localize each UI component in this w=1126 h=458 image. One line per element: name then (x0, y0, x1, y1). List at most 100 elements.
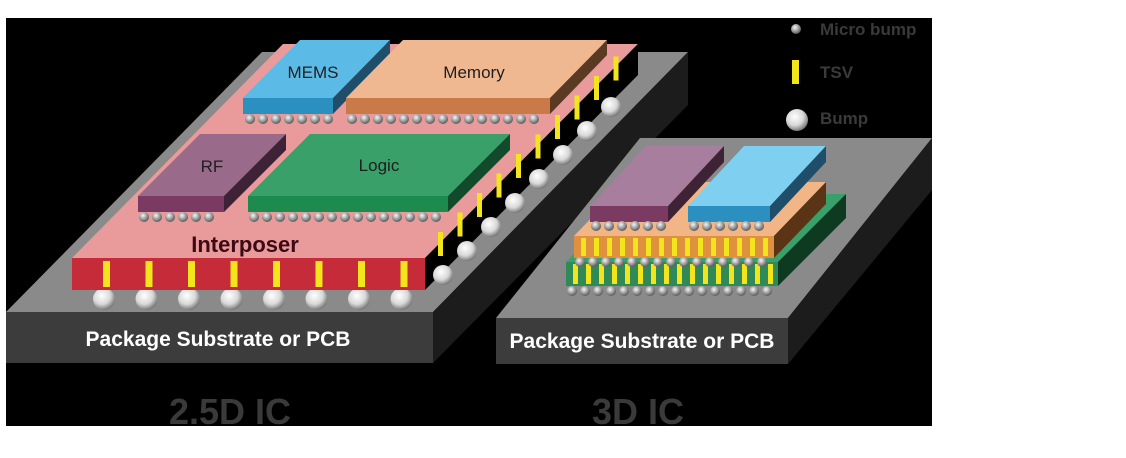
bump (390, 288, 413, 310)
micro-bump (617, 221, 627, 231)
caption-3d: 3D IC (592, 391, 684, 432)
tsv (581, 238, 586, 256)
tsv (574, 95, 580, 120)
tsv (438, 232, 443, 256)
stack-blue-top (688, 146, 826, 206)
tsv (698, 238, 703, 256)
stack-green-tsvs (573, 264, 773, 284)
caption-2-5d: 2.5D IC (169, 391, 291, 432)
tsv (664, 264, 669, 284)
bump (135, 288, 158, 310)
bump (348, 288, 370, 310)
tsv (573, 264, 578, 284)
substrate-label-right: Package Substrate or PCB (510, 330, 775, 353)
bump (457, 241, 477, 261)
micro-bump (715, 221, 725, 231)
stack-blue-front (688, 206, 770, 222)
tsv (646, 238, 651, 256)
tsv (703, 264, 708, 284)
tsv (358, 261, 365, 287)
micro-bump (425, 114, 435, 124)
tsv (103, 261, 110, 287)
micro-bump (679, 257, 689, 267)
tsv (599, 264, 604, 284)
micro-bump (379, 212, 389, 222)
legend-micro-bump: Micro bump (820, 20, 916, 39)
micro-bump (262, 212, 272, 222)
micro-bump (340, 212, 350, 222)
tsv (607, 238, 612, 256)
bump (93, 288, 115, 310)
tsv (400, 261, 408, 287)
stack-green-side (778, 194, 846, 286)
micro-bump (412, 114, 422, 124)
micro-bump (575, 257, 585, 267)
micro-bump (762, 286, 772, 296)
micro-bump (373, 114, 383, 124)
interposer-tsvs (103, 261, 408, 287)
micro-bump (718, 257, 728, 267)
tsv (477, 193, 482, 217)
micro-bump (386, 114, 396, 124)
micro-bump (284, 114, 294, 124)
micro-bump (399, 114, 409, 124)
tsv (594, 238, 599, 256)
bumps-row-left (93, 288, 413, 310)
micro-bump (604, 221, 614, 231)
substrate-side-left (433, 52, 688, 363)
tsv (750, 238, 755, 256)
micro-bump (165, 212, 175, 222)
micro-bumps-rf (139, 212, 214, 222)
die-logic: Logic (248, 134, 510, 222)
bump (553, 145, 573, 165)
micro-bump (591, 221, 601, 231)
tsv (586, 264, 591, 284)
micro-bumps-memory (347, 114, 539, 124)
micro-bump (627, 257, 637, 267)
micro-bump (601, 257, 611, 267)
tsv (535, 134, 541, 159)
stack-green-bumps (567, 286, 772, 296)
stack-blue-side (770, 146, 826, 222)
die-mems: MEMS (243, 40, 390, 124)
micro-bump (451, 114, 461, 124)
micro-bump (658, 286, 668, 296)
assembly-2-5d: Package Substrate or PCB Interposer MEMS… (6, 40, 688, 432)
micro-bump (593, 286, 603, 296)
bump (601, 97, 621, 117)
tsv (273, 261, 280, 287)
micro-bump (588, 257, 598, 267)
micro-bump (464, 114, 474, 124)
tsv (188, 261, 195, 287)
stack-orange-tsvs (581, 238, 768, 256)
bump (577, 121, 597, 141)
micro-bump (757, 257, 767, 267)
micro-bump (366, 212, 376, 222)
micro-bump (736, 286, 746, 296)
micro-bump (754, 221, 764, 231)
tsv (711, 238, 716, 256)
bump (529, 169, 549, 189)
memory-label: Memory (443, 63, 505, 82)
micro-bump (684, 286, 694, 296)
tsv (659, 238, 664, 256)
legend-tsv: TSV (820, 63, 854, 82)
tsv (638, 264, 643, 284)
micro-bump (606, 286, 616, 296)
micro-bump (723, 286, 733, 296)
tsv (633, 238, 638, 256)
micro-bump (741, 221, 751, 231)
tsv (516, 154, 521, 178)
interposer-label: Interposer (191, 232, 299, 257)
stack-purple-front (590, 206, 668, 222)
micro-bump (653, 257, 663, 267)
micro-bump (438, 114, 448, 124)
bump (433, 265, 453, 285)
tsv (763, 238, 768, 256)
micro-bump (314, 212, 324, 222)
micro-bump (731, 257, 741, 267)
bump (505, 193, 525, 213)
micro-bump (656, 221, 666, 231)
micro-bump (418, 212, 428, 222)
